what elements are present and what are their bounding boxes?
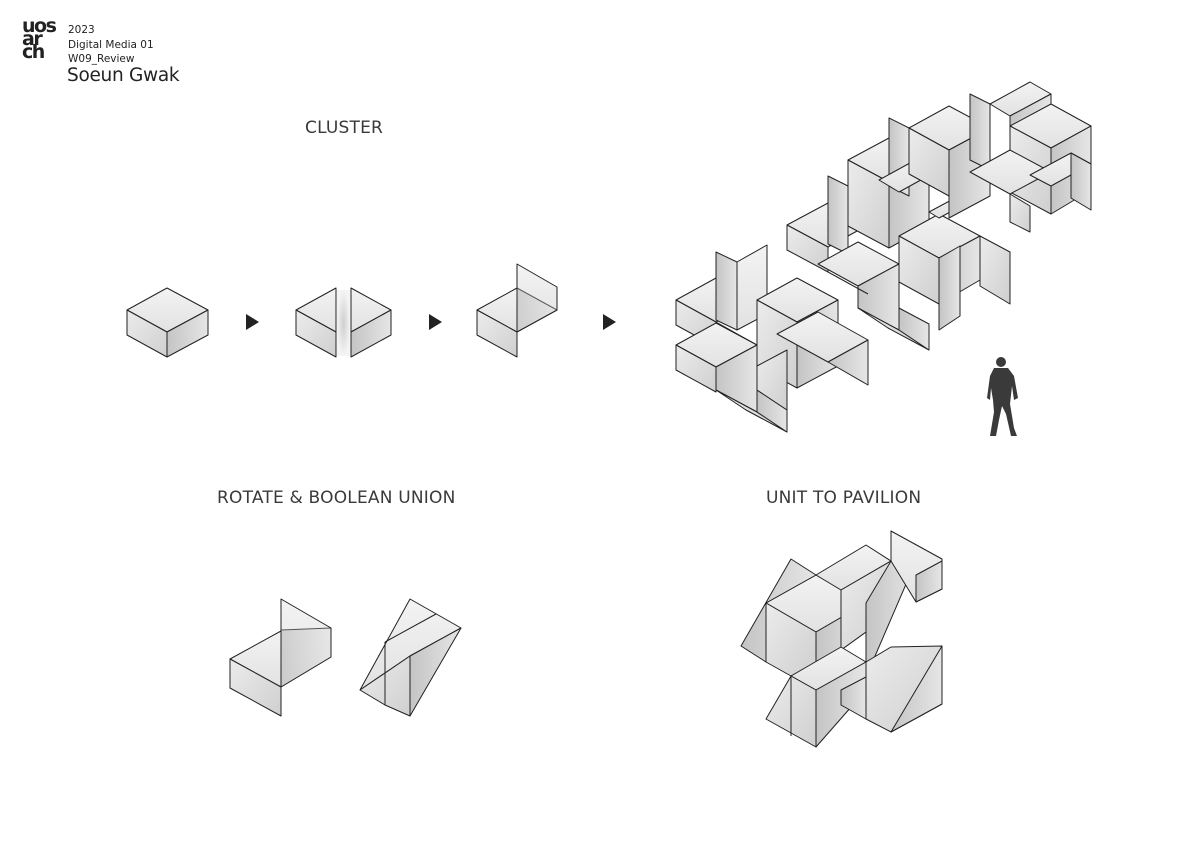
section-title-unit: UNIT TO PAVILION <box>766 488 922 508</box>
cluster-assembly <box>675 81 1092 433</box>
course-meta: 2023 Digital Media 01 W09_Review <box>68 23 154 67</box>
step-box-unit <box>126 287 209 358</box>
triangle-right-icon <box>429 314 442 330</box>
person-silhouette-icon <box>987 357 1018 436</box>
week-text: W09_Review <box>68 53 135 65</box>
year-text: 2023 <box>68 24 95 36</box>
section-title-cluster: CLUSTER <box>305 118 384 138</box>
triangle-right-icon <box>603 314 616 330</box>
logo-line-3: ch <box>22 41 45 63</box>
course-text: Digital Media 01 <box>68 38 154 51</box>
step-split-unit <box>295 287 392 358</box>
step-union-unit <box>476 263 558 358</box>
section-title-rotate: ROTATE & BOOLEAN UNION <box>217 488 456 508</box>
author-name: Soeun Gwak <box>67 65 180 86</box>
pavilion-unit <box>740 530 943 748</box>
logo-line-1: uos <box>22 15 57 37</box>
uosarch-logo: uos ar ch <box>22 15 62 63</box>
triangle-right-icon <box>246 314 259 330</box>
logo-line-2: ar <box>22 28 43 50</box>
rotate-union-a <box>229 598 332 717</box>
rotate-union-b <box>359 598 462 717</box>
